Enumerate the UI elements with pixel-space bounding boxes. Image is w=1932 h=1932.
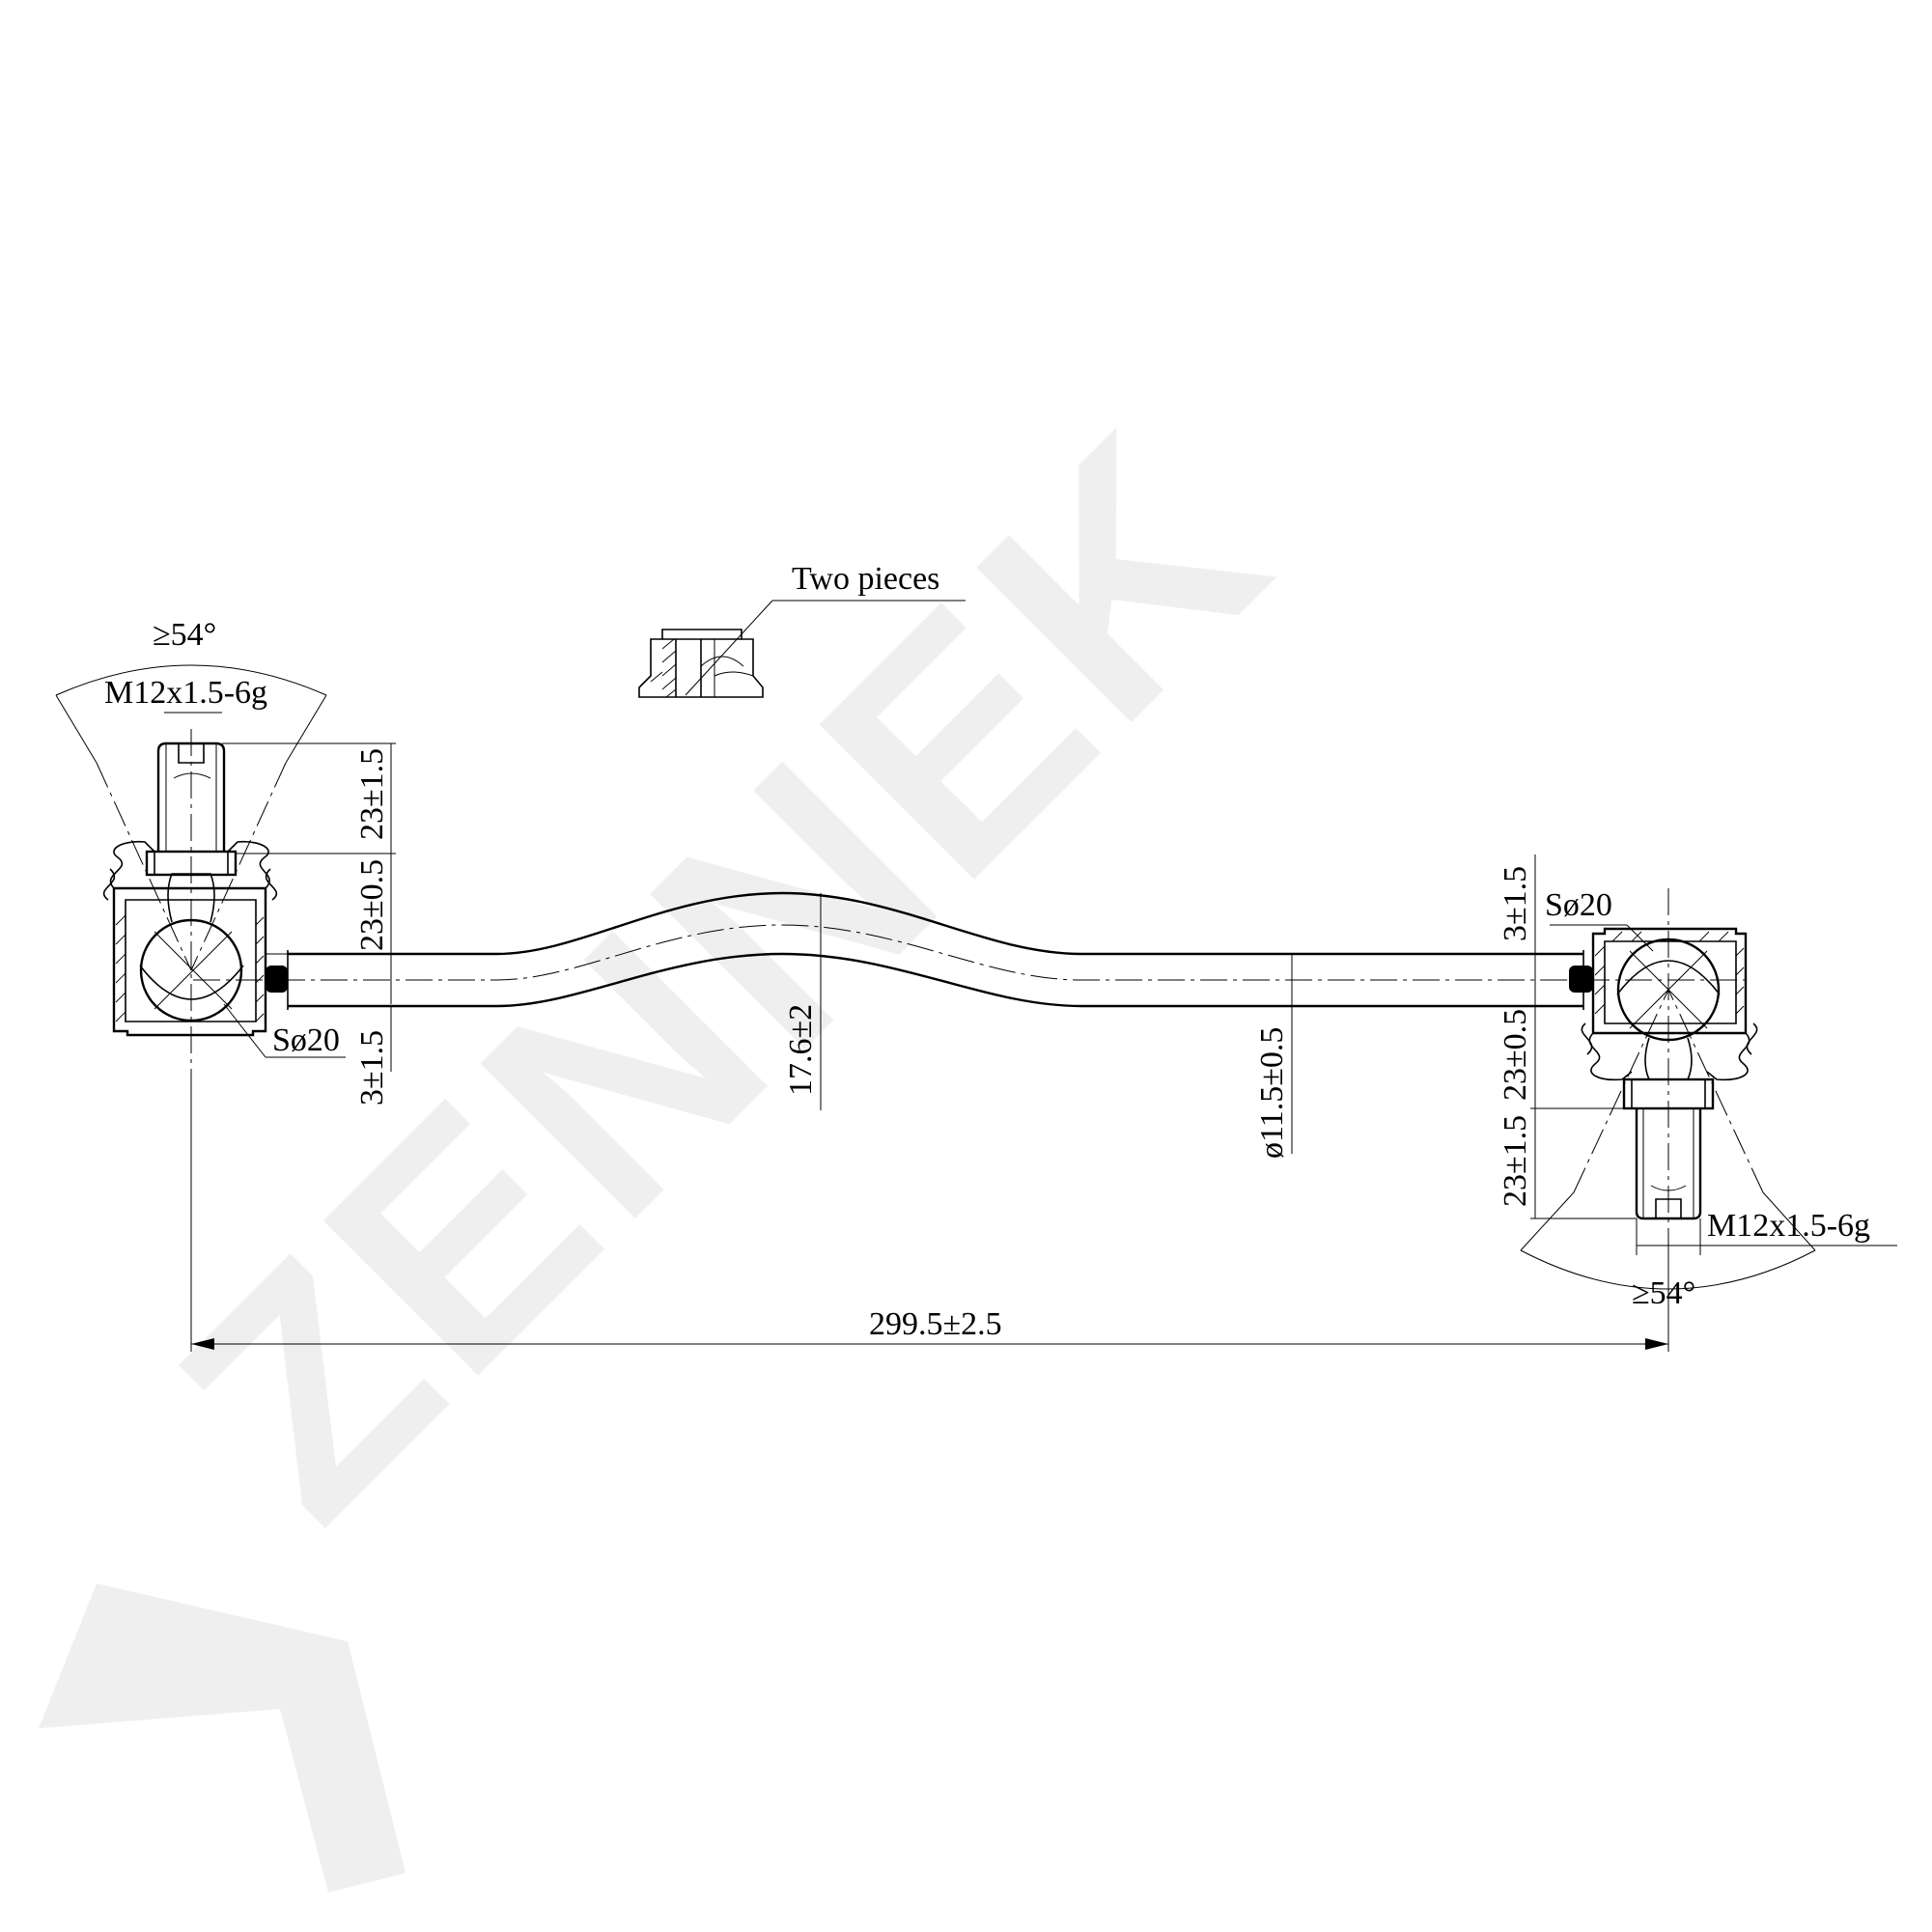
left-ball-diameter-label: Sø20 xyxy=(272,1022,340,1058)
right-ball-joint xyxy=(1569,888,1764,1236)
left-thread-label: M12x1.5-6g xyxy=(104,675,267,711)
right-thread-label: M12x1.5-6g xyxy=(1707,1208,1870,1244)
overall-length-label: 299.5±2.5 xyxy=(869,1306,1002,1342)
right-dimensions: ≥54° M12x1.5-6g 3±1.5 23±0.5 23±1.5 Sø20 xyxy=(1498,854,1897,1311)
two-pieces-note: Two pieces xyxy=(792,561,939,597)
watermark-chevron-shape xyxy=(39,1583,406,1892)
left-stud-length-label: 23±1.5 xyxy=(354,748,390,840)
left-ball-joint xyxy=(96,729,288,1072)
left-dimensions: ≥54° M12x1.5-6g 23±1.5 23±0.5 3±1.5 Sø20 xyxy=(55,617,396,1106)
right-ball-diameter-label: Sø20 xyxy=(1545,887,1612,923)
rod-diameter-label: ø11.5±0.5 xyxy=(1254,1027,1290,1159)
left-angle-label: ≥54° xyxy=(153,617,216,653)
left-body-height-label: 23±0.5 xyxy=(354,859,390,951)
flange-nut-drawing: Two pieces xyxy=(638,561,966,698)
right-body-height-label: 23±0.5 xyxy=(1498,1009,1533,1101)
right-offset-label: 3±1.5 xyxy=(1498,866,1533,941)
right-stud-length-label: 23±1.5 xyxy=(1498,1115,1533,1207)
zennek-watermark: ZENNEK xyxy=(39,364,1333,1892)
stabilizer-rod xyxy=(193,891,1748,1010)
bend-height-label: 17.6±2 xyxy=(783,1004,819,1096)
left-offset-label: 3±1.5 xyxy=(354,1030,390,1106)
watermark-text: ZENNEK xyxy=(115,364,1334,1583)
rod-dimensions: 17.6±2 ø11.5±0.5 299.5±2.5 xyxy=(190,893,1669,1352)
right-angle-label: ≥54° xyxy=(1632,1275,1695,1311)
